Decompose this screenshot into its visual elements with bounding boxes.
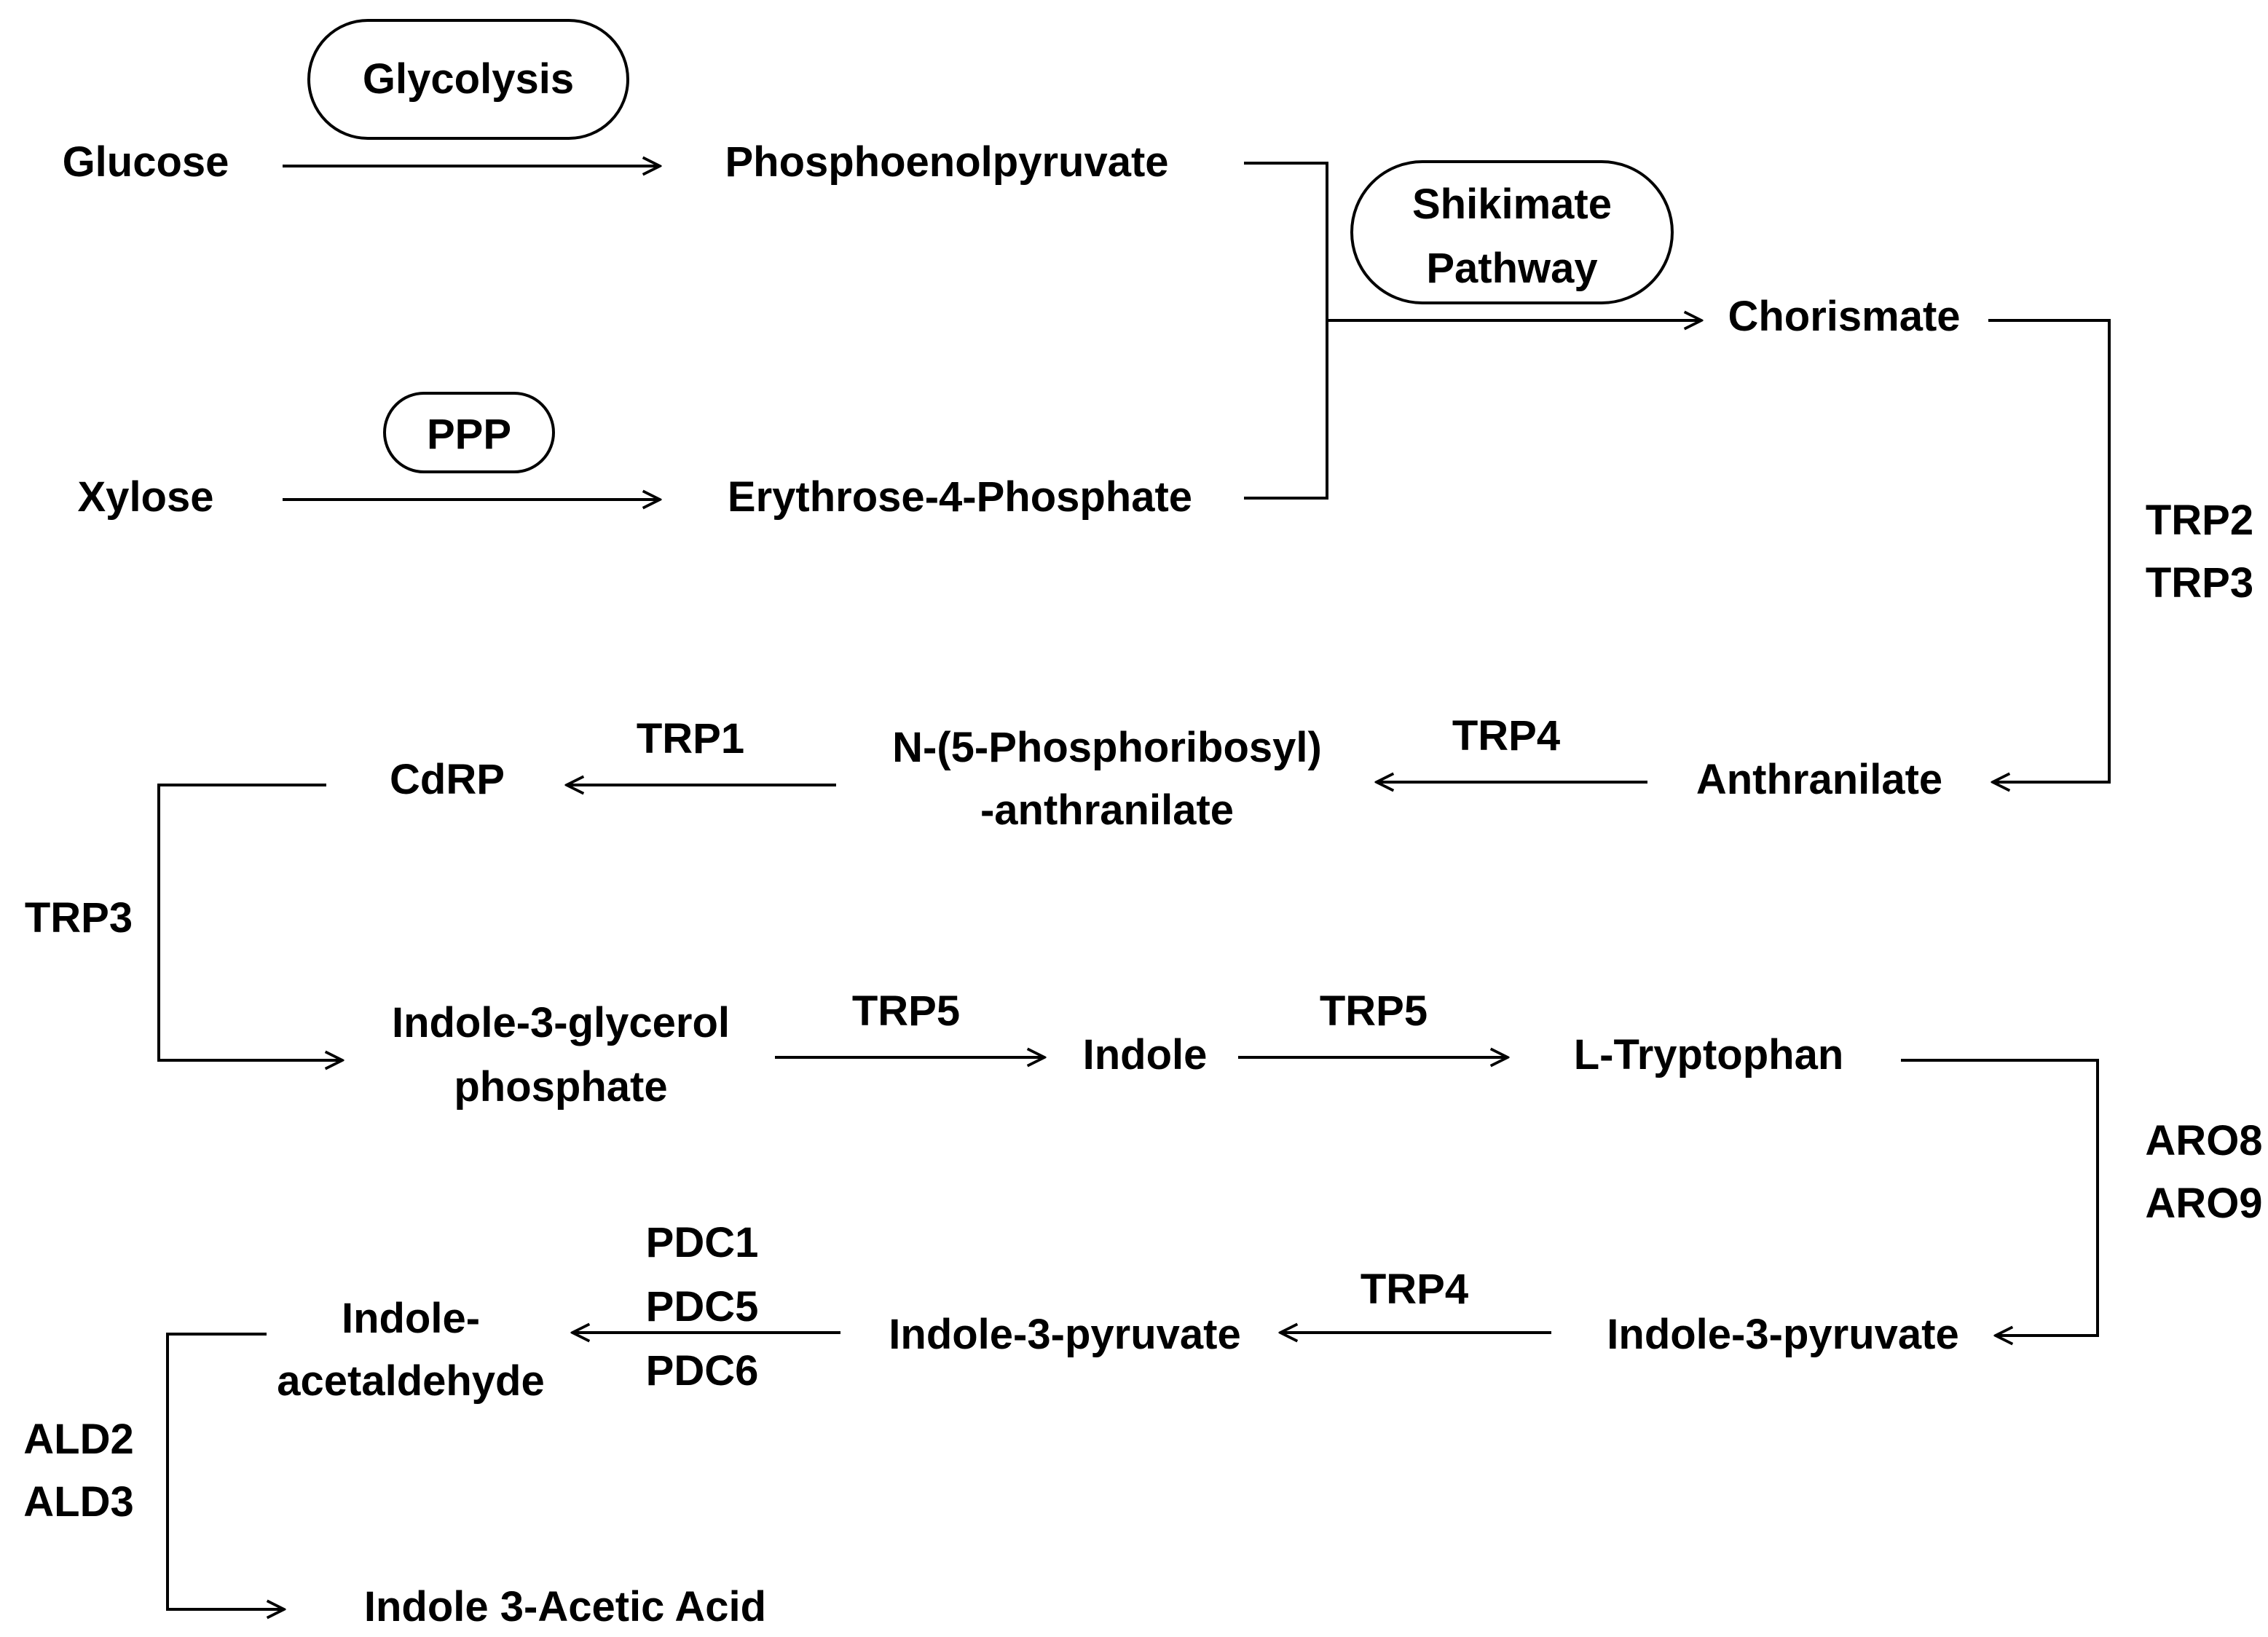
arrow-indole-acetaldehyde-to-indole-3-acetic-acid: [166, 1333, 284, 1609]
bracket-phosphoenolpyruvate-erythrose-merge: [1244, 162, 1328, 500]
enzyme-ald3-label: ALD3: [23, 1478, 133, 1526]
enzyme-trp4-lower-label: TRP4: [1361, 1266, 1468, 1313]
shikimate-text-line1: Shikimate: [1412, 181, 1612, 228]
enzyme-trp3-left-label: TRP3: [25, 894, 133, 942]
phosphoribosyl-anthranilate-label-line1: N-(5-Phosphoribosyl): [892, 724, 1322, 771]
enzyme-trp1-label: TRP1: [637, 715, 744, 762]
anthranilate-label: Anthranilate: [1696, 756, 1942, 803]
cdrp-label: CdRP: [390, 756, 505, 803]
l-tryptophan-label: L-Tryptophan: [1574, 1031, 1844, 1078]
indole-3-pyruvate-right-label: Indole-3-pyruvate: [1607, 1311, 1958, 1358]
shikimate-text-line2: Pathway: [1426, 245, 1597, 292]
enzyme-pdc6-label: PDC6: [646, 1347, 759, 1395]
enzyme-trp3-upper-label: TRP3: [2146, 559, 2253, 607]
enzyme-pdc1-label: PDC1: [646, 1219, 759, 1266]
erythrose-4-phosphate-label: Erythrose-4-Phosphate: [728, 473, 1192, 521]
indole-3-pyruvate-left-label: Indole-3-pyruvate: [889, 1311, 1240, 1358]
indole-3-glycerol-phosphate-label-line2: phosphate: [454, 1063, 667, 1111]
arrow-cdrp-to-indole-3-glycerol-phosphate: [157, 784, 342, 1060]
indole-acetaldehyde-label-line1: Indole-: [342, 1295, 480, 1342]
enzyme-pdc5-label: PDC5: [646, 1283, 759, 1330]
enzyme-trp2-label: TRP2: [2146, 497, 2253, 544]
enzyme-trp4-upper-label: TRP4: [1452, 712, 1560, 760]
enzyme-ald2-label: ALD2: [23, 1416, 133, 1463]
glycolysis-pill-outline: [307, 19, 629, 140]
arrow-chorismate-to-anthranilate: [1988, 319, 2111, 782]
glycolysis-text: Glycolysis: [363, 55, 574, 103]
enzyme-aro8-label: ARO8: [2145, 1117, 2262, 1164]
indole-acetaldehyde-label-line2: acetaldehyde: [277, 1357, 545, 1405]
phosphoenolpyruvate-label: Phosphoenolpyruvate: [725, 138, 1168, 186]
indole-3-glycerol-phosphate-label-line1: Indole-3-glycerol: [392, 999, 730, 1046]
ppp-text: PPP: [427, 411, 511, 458]
indole-3-acetic-acid-label: Indole 3-Acetic Acid: [364, 1583, 766, 1630]
phosphoribosyl-anthranilate-label-line2: -anthranilate: [980, 786, 1234, 834]
ppp-pill-outline: [383, 392, 555, 473]
shikimate-pill-outline: [1350, 160, 1674, 304]
arrow-l-tryptophan-to-indole-3-pyruvate: [1901, 1059, 2099, 1336]
indole-label: Indole: [1083, 1031, 1208, 1078]
shikimate-pathway-label: Shikimate Pathway: [1350, 160, 1674, 304]
enzyme-trp5-second-label: TRP5: [1320, 987, 1428, 1035]
ppp-pathway-label: PPP: [383, 392, 555, 473]
glucose-label: Glucose: [63, 138, 229, 186]
glycolysis-pathway-label: Glycolysis: [307, 19, 629, 140]
enzyme-aro9-label: ARO9: [2145, 1180, 2262, 1227]
xylose-label: Xylose: [78, 473, 214, 521]
chorismate-label: Chorismate: [1728, 293, 1960, 340]
enzyme-trp5-first-label: TRP5: [852, 987, 960, 1035]
